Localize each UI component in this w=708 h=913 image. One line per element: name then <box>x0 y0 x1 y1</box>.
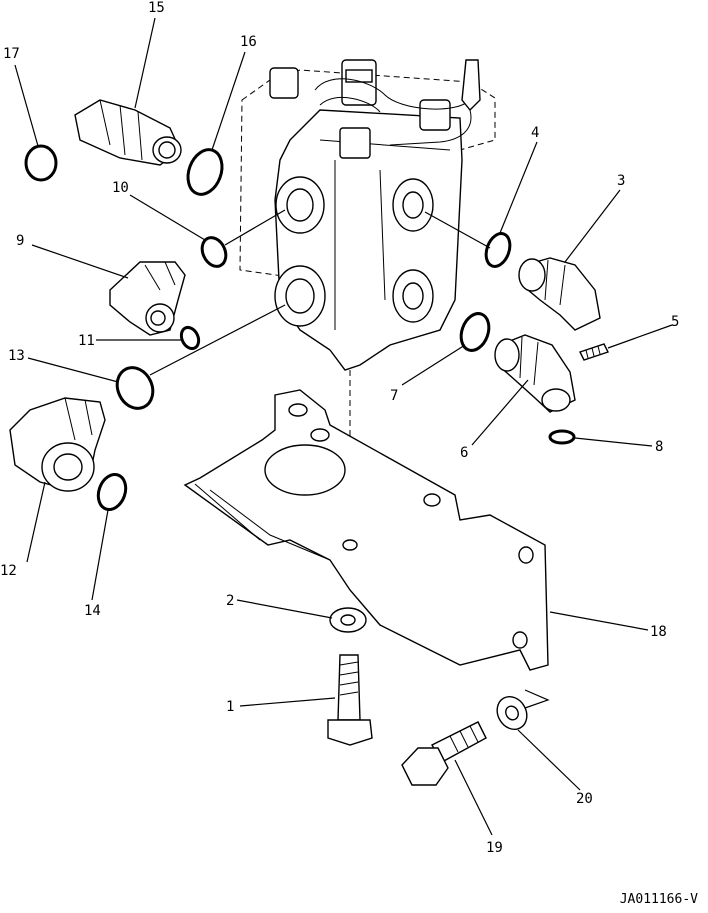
label-8: 8 <box>655 439 663 455</box>
part-labels: 17 15 16 10 9 11 13 12 14 4 3 5 7 6 8 2 … <box>0 0 679 856</box>
plug-5 <box>579 343 609 361</box>
fitting-9 <box>109 261 186 336</box>
label-7: 7 <box>390 388 398 404</box>
label-6: 6 <box>460 445 468 461</box>
fitting-3 <box>518 257 601 331</box>
label-1: 1 <box>226 699 234 715</box>
label-10: 10 <box>112 180 129 196</box>
label-4: 4 <box>531 125 539 141</box>
leader-lines <box>14 17 673 836</box>
valve-body <box>239 59 496 540</box>
bolt-19 <box>401 721 487 786</box>
fitting-6 <box>494 334 576 413</box>
label-2: 2 <box>226 593 234 609</box>
label-13: 13 <box>8 348 25 364</box>
washers <box>329 607 528 731</box>
bracket <box>183 389 549 671</box>
label-9: 9 <box>16 233 24 249</box>
label-17: 17 <box>3 46 20 62</box>
label-16: 16 <box>240 34 257 50</box>
drawing-code: JA011166-V <box>619 892 698 907</box>
o-rings <box>24 144 576 511</box>
label-3: 3 <box>617 173 625 189</box>
label-20: 20 <box>576 791 593 807</box>
fitting-12 <box>9 397 106 492</box>
label-18: 18 <box>650 624 667 640</box>
label-11: 11 <box>78 333 95 349</box>
bolt-1 <box>327 654 373 746</box>
label-15: 15 <box>148 0 165 16</box>
label-12: 12 <box>0 563 17 579</box>
label-5: 5 <box>671 314 679 330</box>
label-19: 19 <box>486 840 503 856</box>
label-14: 14 <box>84 603 101 619</box>
fitting-15 <box>74 99 182 166</box>
